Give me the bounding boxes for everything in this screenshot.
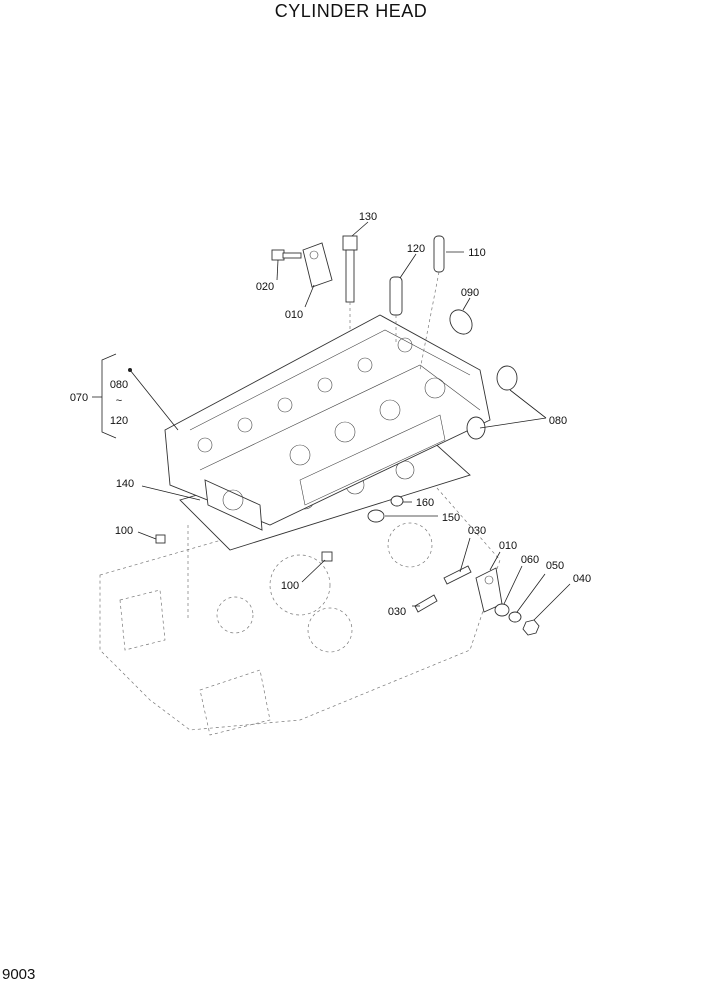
callout-010-top: 010 <box>285 309 303 321</box>
page-number: 9003 <box>2 966 36 983</box>
engine-hanger-010-top <box>302 242 333 288</box>
engine-block-outline <box>99 479 501 736</box>
pin-110 <box>419 235 464 371</box>
callout-060: 060 <box>521 554 539 566</box>
plug-090 <box>449 309 473 335</box>
callout-080: 080 <box>549 415 567 427</box>
page-title: CYLINDER HEAD <box>274 1 428 21</box>
callout-090: 090 <box>461 287 479 299</box>
stud-030-upper <box>443 565 472 585</box>
bolt-100-left <box>155 525 189 620</box>
cylinder-head-070 <box>164 314 491 531</box>
plug-080 <box>466 365 518 440</box>
sleeve-120 <box>389 276 403 345</box>
callout-100-mid: 100 <box>281 580 299 592</box>
stud-030-lower <box>414 594 438 613</box>
washer-060 <box>494 603 510 617</box>
callout-120-top: 120 <box>407 243 425 255</box>
callout-030-bottom: 030 <box>388 606 406 618</box>
seal-160 <box>390 495 404 507</box>
tilde-icon: ~ <box>116 395 122 407</box>
leader-lines <box>92 221 571 621</box>
callout-100-left: 100 <box>115 525 133 537</box>
callout-070-sub-080: 080 <box>110 379 128 391</box>
callout-010-right: 010 <box>499 540 517 552</box>
nut-040 <box>522 619 540 636</box>
callout-130: 130 <box>359 211 377 223</box>
callout-160: 160 <box>416 497 434 509</box>
callout-070: 070 <box>70 392 88 404</box>
callout-040: 040 <box>573 573 591 585</box>
head-bolt-130 <box>342 235 358 330</box>
seal-150 <box>367 509 385 523</box>
callout-150: 150 <box>442 512 460 524</box>
bolt-020 <box>271 249 302 261</box>
callout-070-sub-120: 120 <box>110 415 128 427</box>
callout-140: 140 <box>116 478 134 490</box>
bolt-100-mid <box>321 551 333 562</box>
callout-030-top: 030 <box>468 525 486 537</box>
washer-050 <box>508 611 522 623</box>
callout-110: 110 <box>468 247 486 259</box>
callout-050: 050 <box>546 560 564 572</box>
callout-020: 020 <box>256 281 274 293</box>
